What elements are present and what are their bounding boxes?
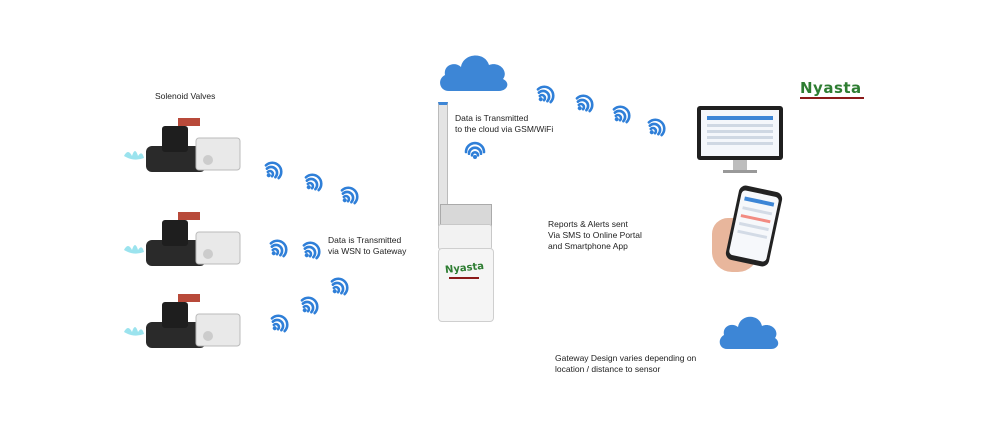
monitor-screen: [697, 106, 783, 160]
wifi-signal-icon: [647, 118, 666, 137]
gateway-logo-mark: [449, 277, 479, 279]
solenoid-valve-icon: [124, 294, 241, 348]
solenoid-valves-label: Solenoid Valves: [155, 91, 216, 101]
solenoid-valve-icon: [124, 118, 241, 172]
gateway-device-icon: Nyasta: [430, 96, 500, 322]
wifi-signal-icon: [464, 141, 486, 159]
wifi-signal-icon: [536, 85, 555, 104]
wifi-signal-icon: [302, 241, 321, 260]
wsn-transmit-label: Data is Transmitted via WSN to Gateway: [328, 235, 407, 256]
wifi-signal-icon: [330, 277, 349, 296]
wifi-signal-icon: [612, 105, 631, 124]
smartphone-icon: [712, 184, 784, 276]
cloud-icon: [440, 55, 508, 91]
cloud-transmit-label: Data is Transmitted to the cloud via GSM…: [455, 113, 554, 134]
wifi-signal-icon: [270, 314, 289, 333]
wifi-signal-icon: [575, 94, 594, 113]
gateway-top: [438, 224, 492, 250]
wifi-signal-icon: [300, 296, 319, 315]
wifi-signal-icon: [264, 161, 283, 180]
brand-logo-underline: [800, 97, 864, 99]
gateway-design-label: Gateway Design varies depending on locat…: [555, 353, 697, 374]
brand-logo: Nyasta: [800, 79, 862, 97]
monitor-base: [723, 170, 757, 173]
phone-screen: [728, 189, 780, 263]
wifi-signal-icon: [340, 186, 359, 205]
phone-body: [724, 184, 784, 268]
wifi-signal-icon: [304, 173, 323, 192]
monitor-display: [701, 110, 779, 156]
wifi-signal-icon: [269, 239, 288, 258]
reports-alerts-label: Reports & Alerts sent Via SMS to Online …: [548, 219, 642, 251]
brand-logo-text: Nyasta: [800, 79, 862, 97]
monitor-stand: [733, 160, 747, 170]
gateway-logo: Nyasta: [444, 260, 485, 277]
solenoid-valve-icon: [124, 212, 241, 266]
monitor-icon: [697, 106, 785, 176]
cloud-icon: [719, 316, 779, 349]
gateway-body: Nyasta: [438, 248, 494, 322]
